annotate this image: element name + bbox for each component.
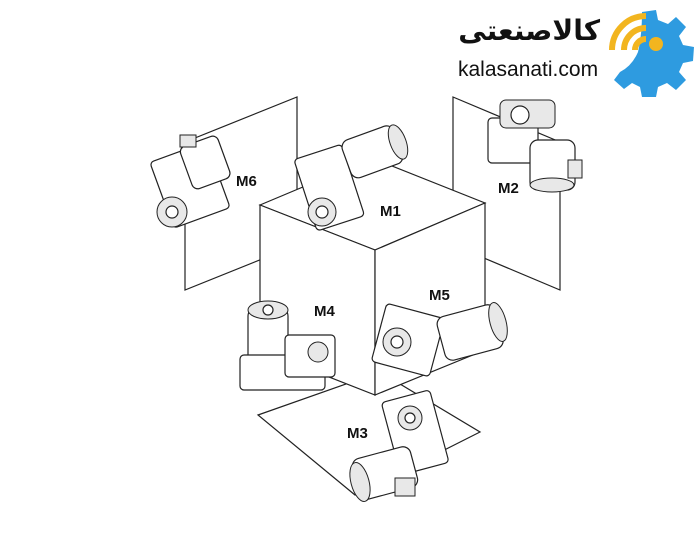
label-m1: M1 (380, 203, 401, 220)
label-m6: M6 (236, 173, 257, 190)
panel-m3 (256, 371, 482, 496)
brand-url: kalasanati.com (458, 58, 598, 81)
motor-m5 (371, 302, 508, 377)
motor-m1 (294, 124, 409, 231)
wifi-icon (609, 13, 663, 51)
motor-m6 (150, 134, 231, 228)
brand-name-fa: کالاصنعتی (458, 14, 600, 47)
label-m5: M5 (429, 287, 450, 304)
motor-m4 (239, 300, 336, 391)
label-m4: M4 (314, 303, 335, 320)
motor-m3 (349, 390, 449, 502)
label-m2: M2 (498, 180, 519, 197)
logo: کالاصنعتی kalasanati.com (458, 10, 694, 97)
gear-icon (614, 10, 694, 97)
label-m3: M3 (347, 425, 368, 442)
motor-m2 (487, 99, 583, 193)
